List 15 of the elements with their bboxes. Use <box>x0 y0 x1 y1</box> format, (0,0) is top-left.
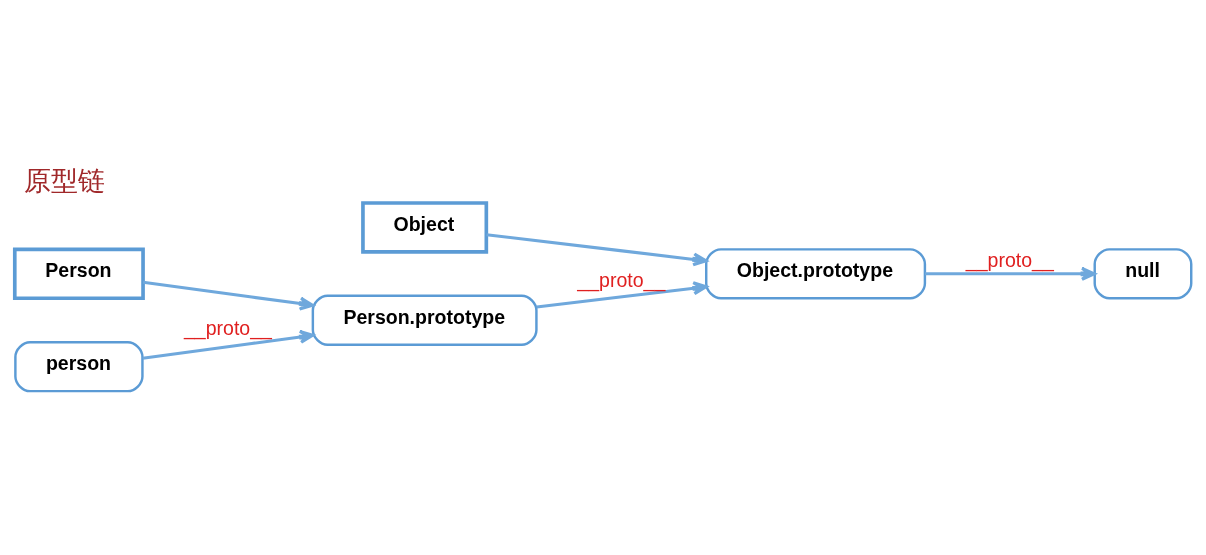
arrow <box>142 280 315 311</box>
edge-label: __proto__ <box>183 316 272 339</box>
arrow <box>486 233 708 267</box>
arrow <box>142 329 315 360</box>
node-box: Person.prototype <box>311 294 538 346</box>
node-box: person <box>14 341 144 393</box>
node-box: Object <box>361 201 489 254</box>
arrow <box>925 266 1096 281</box>
arrow <box>536 281 708 309</box>
diagram-title: 原型链 <box>24 166 106 197</box>
node-box: Person <box>12 247 145 301</box>
node-box: null <box>1093 248 1193 300</box>
edge-label: __proto__ <box>965 249 1054 272</box>
edge-label: __proto__ <box>577 269 666 292</box>
node-box: Object.prototype <box>705 248 927 300</box>
